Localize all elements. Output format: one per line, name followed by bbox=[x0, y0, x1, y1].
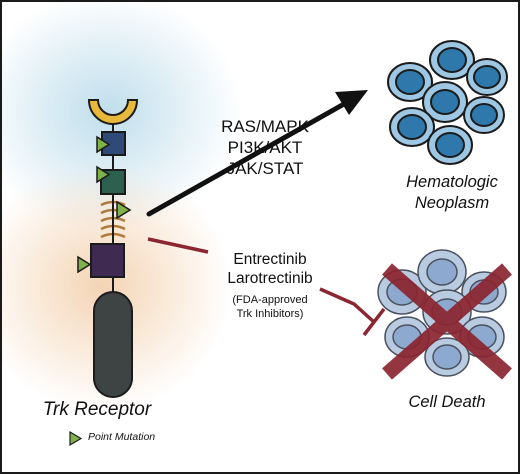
cell bbox=[387, 62, 433, 102]
cell bbox=[427, 125, 473, 165]
dead-cell bbox=[424, 337, 470, 377]
cell bbox=[429, 40, 475, 80]
cell bbox=[463, 96, 505, 134]
cell bbox=[422, 81, 468, 123]
pathway-pi3k-akt: PI3K/AKT bbox=[227, 138, 303, 157]
signaling-pathways-label: RAS/MAPK PI3K/AKT JAK/STAT bbox=[210, 116, 320, 179]
drug-entrectinib: Entrectinib bbox=[233, 251, 307, 268]
point-mutation-icon bbox=[77, 255, 92, 274]
point-mutation-icon bbox=[116, 200, 132, 220]
neoplasm-cell-cluster bbox=[387, 40, 508, 165]
dead-cell bbox=[417, 249, 467, 295]
trk-receptor bbox=[77, 99, 139, 398]
legend-point-mutation: Point Mutation bbox=[88, 431, 156, 443]
cell-death-label: Cell Death bbox=[408, 393, 486, 411]
point-mutation-icon bbox=[96, 135, 111, 154]
inhibitor-drugs-label: Entrectinib Larotrectinib bbox=[204, 250, 336, 288]
inhibitor-note: (FDA-approved Trk Inhibitors) bbox=[232, 294, 308, 320]
cell bbox=[466, 58, 508, 96]
cross-mark-icon bbox=[382, 263, 512, 380]
cell bbox=[389, 107, 435, 147]
neoplasm-label: Hematologic Neoplasm bbox=[406, 173, 498, 212]
pathway-ras-mapk: RAS/MAPK bbox=[221, 117, 309, 136]
receptor-label: Trk Receptor bbox=[42, 399, 152, 420]
intracellular-stalk bbox=[93, 291, 133, 398]
ligand-binding-cup bbox=[87, 99, 139, 125]
drug-larotrectinib: Larotrectinib bbox=[227, 270, 313, 287]
point-mutation-icon bbox=[96, 165, 111, 184]
triangle-icon bbox=[69, 430, 83, 447]
intracellular-glow bbox=[2, 162, 232, 412]
kinase-domain bbox=[90, 243, 125, 278]
inhibition-line bbox=[147, 237, 386, 337]
activation-arrow bbox=[146, 90, 368, 217]
pathway-jak-stat: JAK/STAT bbox=[226, 159, 304, 178]
